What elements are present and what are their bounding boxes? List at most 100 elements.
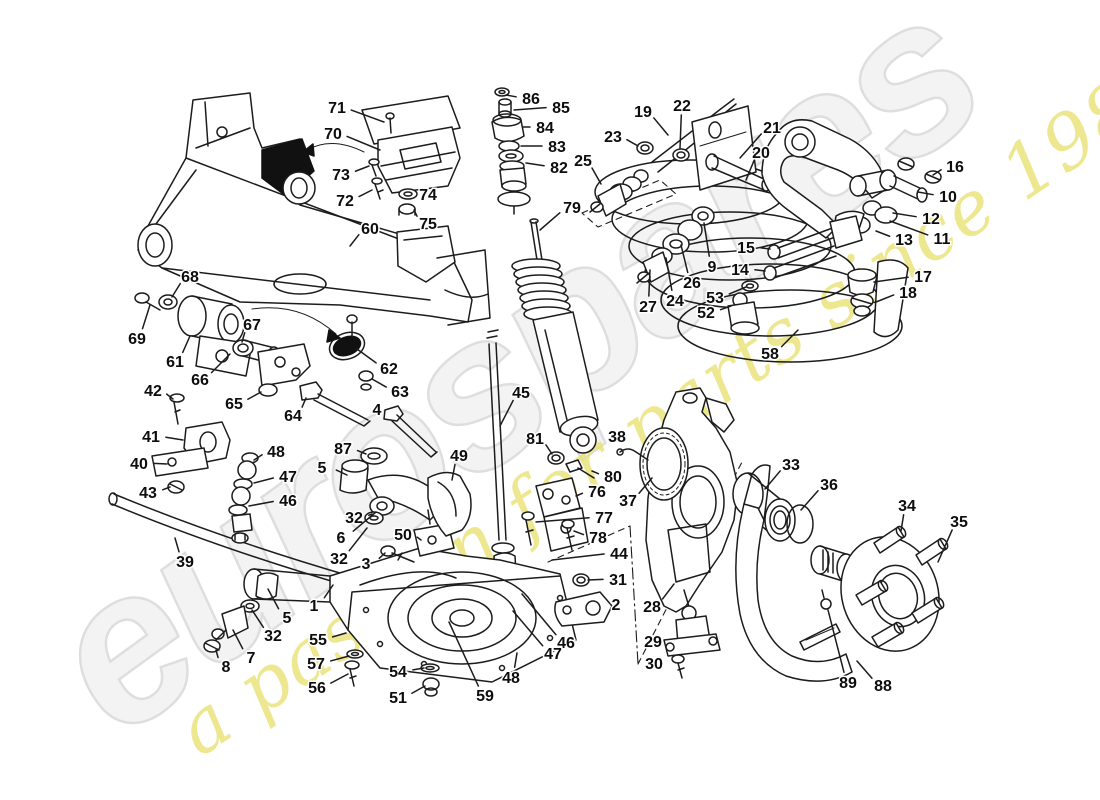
part-label-49: 49 [450,448,468,465]
leader-line-19 [653,117,669,136]
leader-line-7 [232,629,244,650]
part-label-17: 17 [914,269,932,286]
snap-ring [786,504,814,544]
part-label-73: 73 [332,167,350,184]
leader-line-57 [329,655,350,662]
part-label-20: 20 [752,145,770,162]
leader-line-36 [800,490,819,511]
part-label-51: 51 [389,690,407,707]
leader-line-55 [331,632,347,638]
part-label-40: 40 [130,456,148,473]
part-label-70: 70 [324,126,342,143]
part-label-41: 41 [142,429,160,446]
part-label-7: 7 [247,650,256,667]
leader-line-50 [416,536,422,541]
part-label-18: 18 [899,285,917,302]
part-label-14: 14 [731,262,749,279]
leader-line-28 [661,583,675,600]
leader-line-5 [267,588,280,610]
leader-line-32 [348,527,368,552]
part-label-68: 68 [181,269,199,286]
arrow-curve-front [306,143,365,153]
leader-line-42 [165,393,174,400]
leader-line-39 [174,537,180,553]
part-label-77: 77 [595,510,613,527]
leader-line-79 [539,212,561,231]
part-label-81: 81 [526,431,544,448]
leader-line-78 [573,530,585,536]
part-label-5: 5 [283,610,292,627]
leader-line-70 [346,135,381,151]
leader-line-47 [253,477,275,484]
leader-line-9 [703,222,711,257]
leader-line-86 [505,94,517,98]
part-label-11: 11 [934,231,951,248]
part-label-61: 61 [166,354,184,371]
leader-line-61 [181,335,191,354]
leader-line-15 [760,247,771,250]
leader-line-25 [591,167,602,185]
upper-wishbone-assembly [589,98,942,338]
part-label-88: 88 [874,678,892,695]
part-label-22: 22 [673,98,691,115]
part-label-29: 29 [644,634,662,651]
leader-line-13 [875,230,891,238]
part-label-53: 53 [706,290,724,307]
part-label-74: 74 [419,187,437,204]
part-label-10: 10 [939,189,957,206]
leader-line-56 [330,673,349,684]
part-label-36: 36 [820,477,838,494]
part-label-12: 12 [922,211,940,228]
part-label-57: 57 [307,656,325,673]
leader-line-6 [352,511,377,532]
part-label-23: 23 [604,129,622,146]
leader-line-87 [356,449,367,455]
leader-line-65 [247,391,262,400]
part-label-3: 3 [362,556,371,573]
leader-line-37 [638,477,653,494]
leader-line-64 [301,397,307,408]
part-label-21: 21 [763,120,781,137]
leader-line-73 [354,165,370,173]
leader-line-59 [448,621,480,687]
leader-line-47 [512,610,544,647]
part-label-39: 39 [176,554,194,571]
leader-line-22 [679,114,683,149]
leader-line-69 [141,304,151,330]
leader-line-67 [241,331,246,343]
part-label-79: 79 [563,200,581,217]
leader-line-77 [535,516,590,523]
leader-line-20 [745,160,755,181]
leader-line-27 [648,269,651,297]
leader-line-31 [587,578,604,581]
subframe-mount-bush-rear [332,335,362,357]
leader-line-12 [892,212,917,218]
pivot-bush-assembly [134,292,371,427]
leader-line-45 [499,399,514,427]
part-label-47: 47 [279,469,297,486]
part-label-26: 26 [683,275,701,292]
leader-line-32 [368,513,373,517]
arrow-curve-rear [251,307,337,335]
part-label-38: 38 [608,429,626,446]
part-label-71: 71 [328,100,346,117]
part-label-34: 34 [898,498,916,515]
part-label-47: 47 [544,646,562,663]
part-label-45: 45 [512,385,530,402]
leader-line-75 [413,209,418,217]
leader-line-44 [551,553,605,561]
leader-line-81 [545,444,553,455]
leader-line-11 [889,220,929,236]
part-label-67: 67 [243,317,261,334]
part-label-83: 83 [548,139,566,156]
leader-line-1 [323,584,334,599]
part-label-27: 27 [639,299,657,316]
arrowhead-front [302,143,315,157]
part-label-25: 25 [574,153,592,170]
part-label-8: 8 [222,659,231,676]
leader-line-52 [719,305,732,311]
part-label-72: 72 [336,193,354,210]
